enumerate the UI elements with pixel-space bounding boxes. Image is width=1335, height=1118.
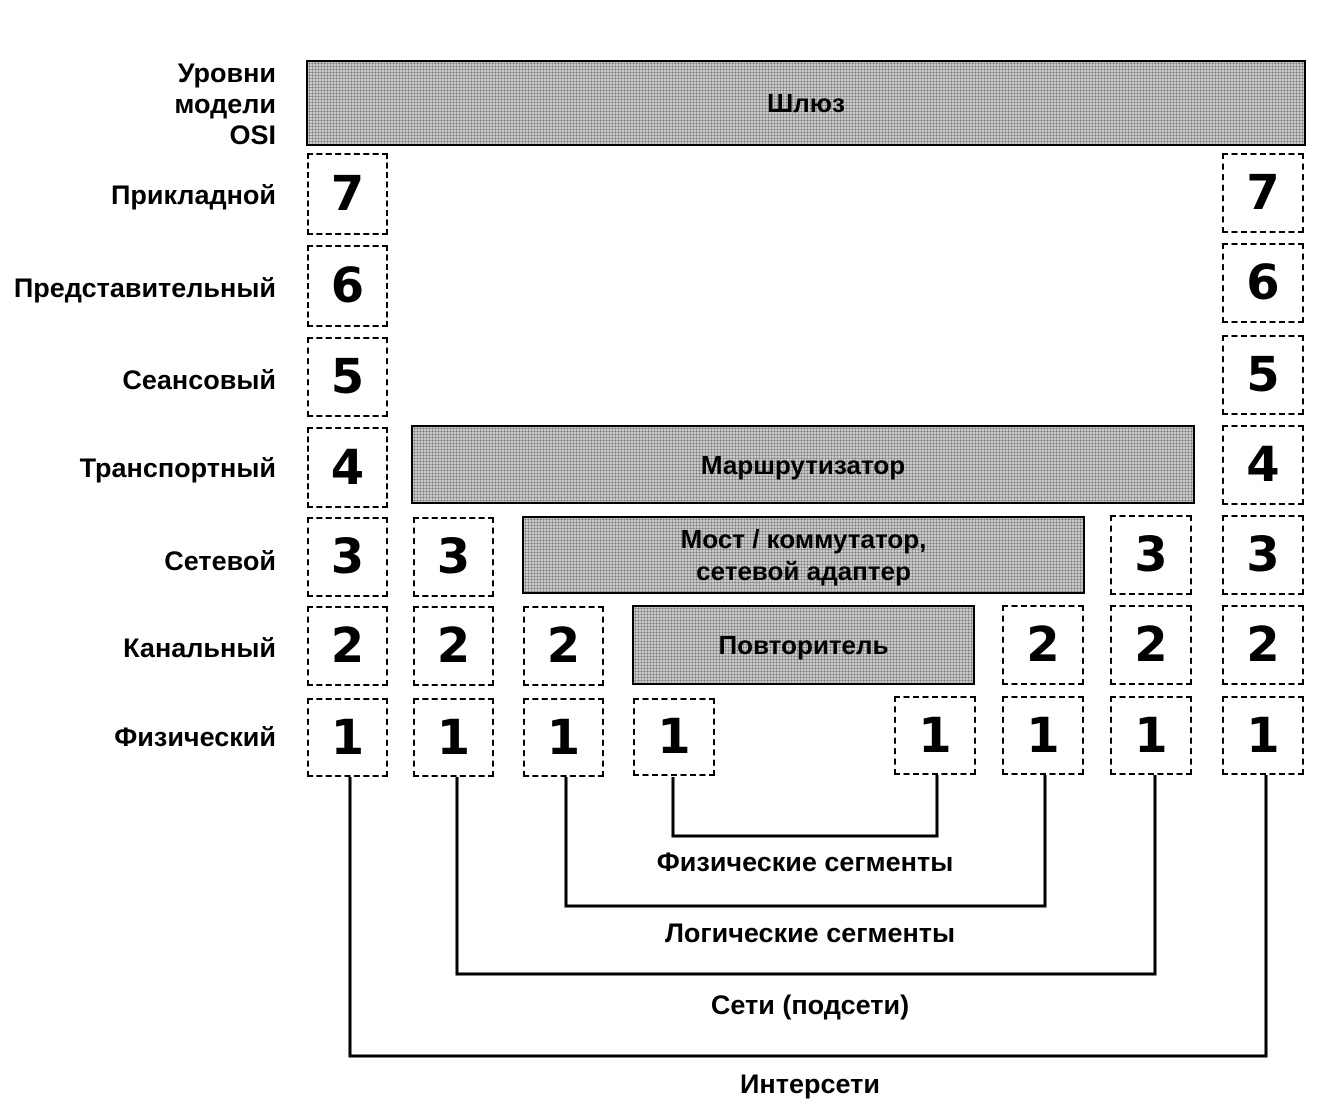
left-layer-4-box: 4 — [307, 427, 388, 508]
gateway-label: Шлюз — [767, 88, 845, 118]
right-layer-2-box: 2 — [1222, 605, 1304, 685]
bridge-right-layer-1-box: 1 — [1002, 696, 1084, 775]
repeater-label: Повторитель — [718, 630, 889, 660]
repeater-left-layer-1-box: 1 — [633, 698, 715, 776]
networks-label: Сети (подсети) — [710, 990, 910, 1020]
router-right-layer-2-box: 2 — [1110, 605, 1192, 685]
bridge-left-layer-1-box: 1 — [523, 698, 604, 777]
router-left-layer-2-box: 2 — [413, 606, 494, 686]
right-layer-6-box: 6 — [1222, 243, 1304, 323]
header-line-1: Уровни — [177, 58, 276, 88]
repeater-bar: Повторитель — [632, 605, 975, 685]
header-line-2: модели — [174, 89, 276, 119]
layer-name-network: Сетевой — [164, 546, 276, 576]
logical-segments-label: Логические сегменты — [664, 918, 956, 948]
router-bar: Маршрутизатор — [411, 425, 1195, 504]
right-layer-7-box: 7 — [1222, 153, 1304, 233]
right-layer-1-box: 1 — [1222, 696, 1304, 775]
physical-segment-line — [671, 775, 939, 838]
logical-segment-line — [564, 775, 1047, 908]
gateway-bar: Шлюз — [306, 60, 1306, 146]
right-layer-4-box: 4 — [1222, 425, 1304, 505]
repeater-right-layer-1-box: 1 — [894, 696, 976, 775]
left-layer-7-box: 7 — [307, 153, 388, 235]
left-layer-6-box: 6 — [307, 245, 388, 327]
bridge-label-line-2: сетевой адаптер — [696, 556, 911, 586]
network-segment-line — [455, 775, 1157, 976]
osi-levels-header: Уровни модели OSI — [100, 58, 276, 151]
router-right-layer-1-box: 1 — [1110, 696, 1192, 775]
header-line-3: OSI — [229, 120, 276, 150]
router-left-layer-3-box: 3 — [413, 517, 494, 597]
layer-name-transport: Транспортный — [79, 453, 276, 483]
bridge-left-layer-2-box: 2 — [523, 606, 604, 686]
layer-name-session: Сеансовый — [122, 365, 276, 395]
left-layer-5-box: 5 — [307, 337, 388, 417]
bridge-label-line-1: Мост / коммутатор, — [680, 524, 927, 554]
router-right-layer-3-box: 3 — [1110, 515, 1192, 595]
layer-name-datalink: Канальный — [123, 633, 276, 663]
left-layer-3-box: 3 — [307, 517, 388, 597]
router-left-layer-1-box: 1 — [413, 698, 494, 777]
router-label: Маршрутизатор — [700, 449, 906, 480]
right-layer-5-box: 5 — [1222, 335, 1304, 415]
layer-name-presentation: Представительный — [13, 273, 276, 303]
physical-segments-label: Физические сегменты — [656, 847, 954, 877]
bridge-right-layer-2-box: 2 — [1002, 605, 1084, 685]
left-layer-1-box: 1 — [307, 698, 388, 777]
internetworks-label: Интерсети — [740, 1069, 880, 1099]
internetwork-segment-line — [348, 775, 1268, 1058]
layer-name-application: Прикладной — [110, 180, 276, 210]
bridge-switch-bar: Мост / коммутатор, сетевой адаптер — [522, 516, 1085, 594]
left-layer-2-box: 2 — [307, 606, 388, 686]
right-layer-3-box: 3 — [1222, 515, 1304, 595]
layer-name-physical: Физический — [114, 722, 276, 752]
